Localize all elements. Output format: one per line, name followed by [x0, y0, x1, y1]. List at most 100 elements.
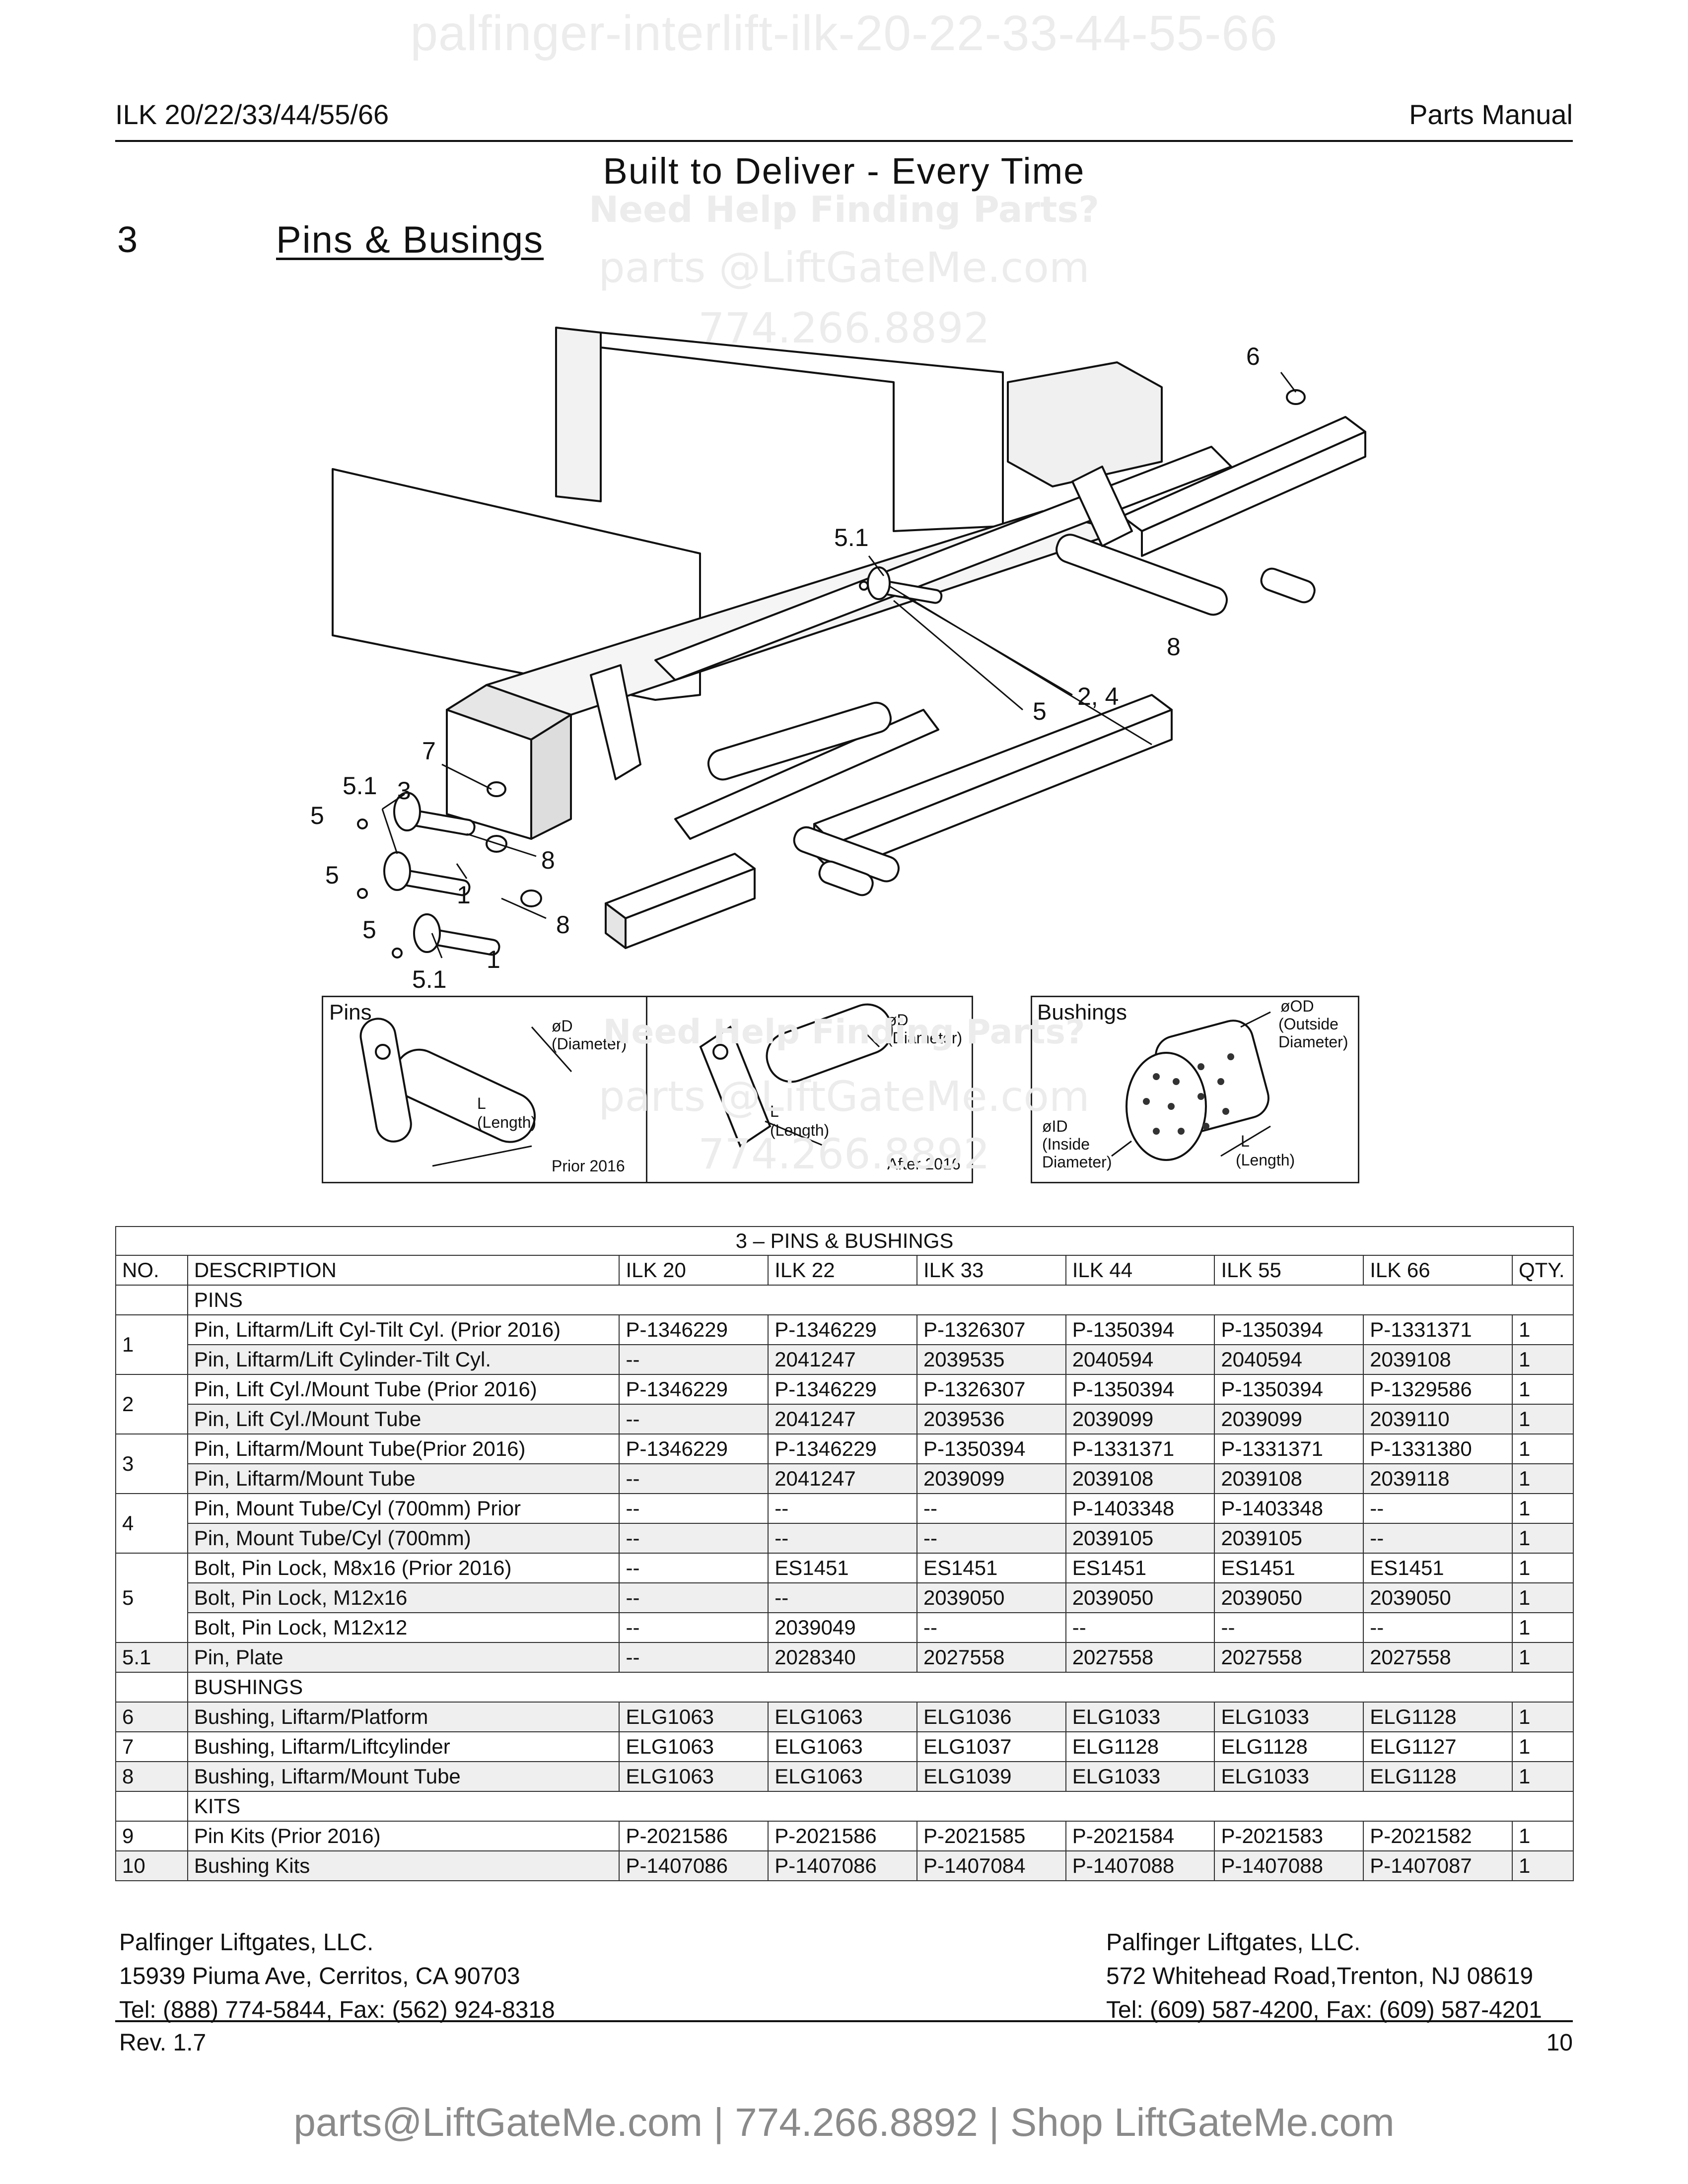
part-number: ELG1128	[1363, 1761, 1513, 1792]
item-description: Pin, Mount Tube/Cyl (700mm) Prior	[187, 1493, 620, 1524]
bolt-5	[859, 581, 869, 591]
table-row: Pin, Mount Tube/Cyl (700mm)------2039105…	[116, 1523, 1574, 1554]
part-number: ELG1063	[619, 1702, 769, 1732]
pin-after-2016-shaft	[766, 1003, 893, 1083]
item-quantity: 1	[1511, 1553, 1574, 1583]
item-description: Pin, Mount Tube/Cyl (700mm)	[187, 1523, 620, 1554]
email-watermark: parts @LiftGateMe.com	[598, 243, 1090, 292]
col-header: DESCRIPTION	[187, 1255, 620, 1286]
group-row: BUSHINGS	[115, 1672, 1574, 1703]
item-number: 4	[115, 1493, 188, 1554]
item-number: 6	[115, 1702, 188, 1732]
part-number: P-1331380	[1363, 1433, 1513, 1464]
top-watermark: palfinger-interlift-ilk-20-22-33-44-55-6…	[410, 5, 1278, 61]
footer-left-line: Palfinger Liftgates, LLC.	[119, 1929, 374, 1956]
footer-right-line: Tel: (609) 587-4200, Fax: (609) 587-4201	[1106, 1997, 1542, 2023]
callout-1-a: 1	[457, 881, 471, 909]
part-number: 2040594	[1214, 1344, 1364, 1375]
tagline: Built to Deliver - Every Time	[603, 150, 1085, 192]
item-description: Bolt, Pin Lock, M12x16	[187, 1582, 620, 1613]
phone-watermark: 774.266.8892	[698, 304, 990, 352]
bushing-6	[1286, 389, 1306, 405]
bolt-5	[392, 948, 403, 958]
part-number: 2041247	[768, 1463, 917, 1494]
part-number: 2027558	[1363, 1642, 1513, 1673]
bushing-od-note-2: Diameter)	[1278, 1033, 1348, 1051]
item-description: Pin, Liftarm/Lift Cylinder-Tilt Cyl.	[187, 1344, 620, 1375]
part-number: 2039118	[1363, 1463, 1513, 1494]
item-quantity: 1	[1511, 1344, 1574, 1375]
bushing-length-note: (Length)	[1236, 1151, 1295, 1169]
part-number: 2039099	[1214, 1404, 1364, 1434]
part-number: P-2021582	[1363, 1821, 1513, 1851]
part-number: --	[916, 1523, 1066, 1554]
part-number: --	[768, 1582, 917, 1613]
contact-banner: parts@LiftGateMe.com | 774.266.8892 | Sh…	[293, 2100, 1395, 2144]
item-description: Pin, Lift Cyl./Mount Tube (Prior 2016)	[187, 1374, 620, 1405]
email-watermark-lower: parts @LiftGateMe.com	[598, 1072, 1090, 1121]
part-number: ELG1033	[1065, 1761, 1215, 1792]
bushing-id-symbol: øID	[1042, 1117, 1068, 1135]
item-description: Pin, Liftarm/Lift Cyl-Tilt Cyl. (Prior 2…	[187, 1314, 620, 1345]
item-number: 5	[115, 1553, 188, 1643]
part-number: --	[619, 1463, 769, 1494]
bushings-inset-label: Bushings	[1037, 1000, 1127, 1024]
item-description: Bolt, Pin Lock, M8x16 (Prior 2016)	[187, 1553, 620, 1583]
group-label: PINS	[187, 1285, 1574, 1315]
pin-after-diameter-symbol: øD	[887, 1011, 909, 1029]
part-number: 2039050	[1065, 1582, 1215, 1613]
table-caption: 3 – PINS & BUSHINGS	[115, 1226, 1574, 1256]
group-no-cell	[115, 1672, 188, 1703]
item-quantity: 1	[1511, 1433, 1574, 1464]
part-number: 2039050	[916, 1582, 1066, 1613]
item-quantity: 1	[1511, 1850, 1574, 1881]
part-number: ELG1063	[768, 1761, 917, 1792]
item-number: 7	[115, 1731, 188, 1762]
col-header: ILK 33	[916, 1255, 1066, 1286]
footer-right-line: 572 Whitehead Road,Trenton, NJ 08619	[1106, 1963, 1534, 1989]
item-quantity: 1	[1511, 1642, 1574, 1673]
section-number: 3	[117, 219, 138, 260]
part-number: --	[1363, 1493, 1513, 1524]
bushings-inset: Bushings øOD (Outside Diameter) øID (Ins…	[1031, 996, 1359, 1183]
part-number: --	[916, 1493, 1066, 1524]
bushing-length-symbol: L	[1241, 1132, 1250, 1150]
item-description: Pin, Lift Cyl./Mount Tube	[187, 1404, 620, 1434]
part-number: P-1407084	[916, 1850, 1066, 1881]
item-quantity: 1	[1511, 1761, 1574, 1792]
after-2016-label: After 2016	[887, 1155, 961, 1173]
pin-3	[393, 792, 476, 836]
part-number: P-1331371	[1214, 1433, 1364, 1464]
pin-prior-length-symbol: L	[477, 1094, 486, 1112]
part-number: ES1451	[916, 1553, 1066, 1583]
table-row: Pin, Liftarm/Lift Cylinder-Tilt Cyl.--20…	[116, 1344, 1574, 1375]
vertical-plate-left	[332, 468, 701, 701]
pin-after-length-note: (Length)	[770, 1121, 830, 1139]
vertical-plate	[600, 332, 1004, 532]
pins-inset: Pins øD (Diameter) L (Length) Prior 2016…	[322, 996, 973, 1183]
part-number: 2039099	[916, 1463, 1066, 1494]
item-description: Pin, Liftarm/Mount Tube	[187, 1463, 620, 1494]
part-number: P-1350394	[1065, 1314, 1215, 1345]
callout-7: 7	[422, 737, 436, 765]
part-number: P-2021584	[1065, 1821, 1215, 1851]
bushing-face	[1125, 1052, 1207, 1161]
pin-after-length-symbol: L	[770, 1102, 779, 1120]
part-number: --	[619, 1582, 769, 1613]
part-number: P-1346229	[619, 1433, 769, 1464]
revision: Rev. 1.7	[119, 2030, 207, 2056]
item-description: Bolt, Pin Lock, M12x12	[187, 1612, 620, 1643]
hinge-plate	[1071, 466, 1133, 547]
part-number: 2028340	[768, 1642, 917, 1673]
part-number: ELG1128	[1214, 1731, 1364, 1762]
table-row: Bolt, Pin Lock, M12x12--2039049--------1	[116, 1612, 1574, 1643]
hinge-plate	[590, 664, 641, 780]
part-number: P-1346229	[619, 1374, 769, 1405]
